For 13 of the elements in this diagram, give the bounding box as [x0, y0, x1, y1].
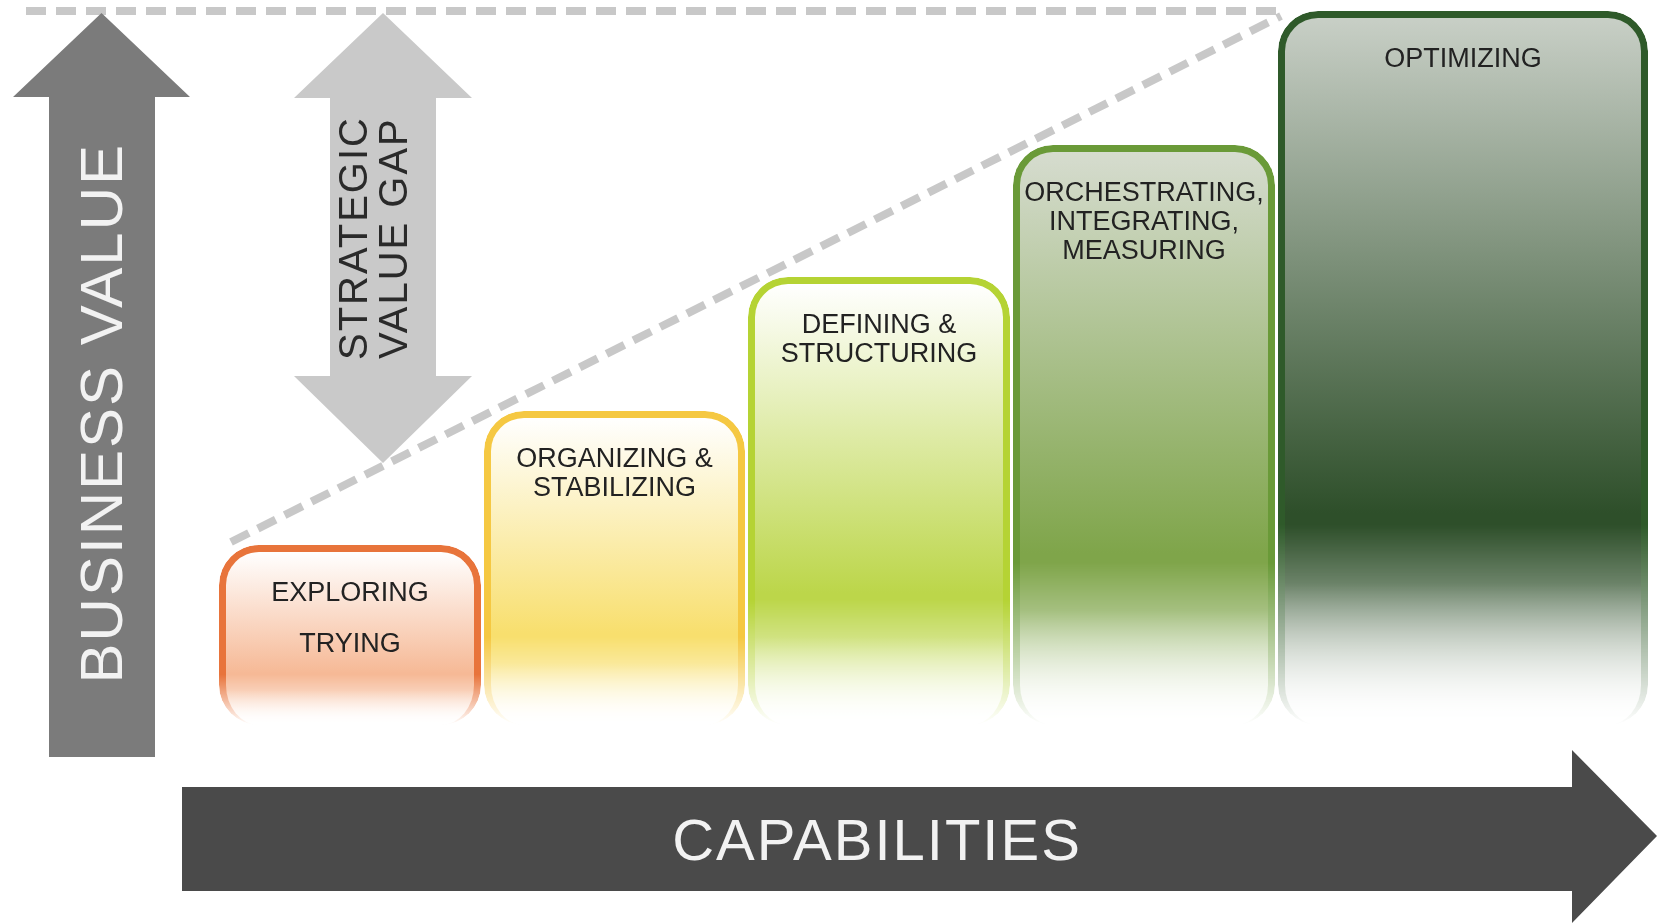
step-label: DEFINING & STRUCTURING: [779, 310, 979, 369]
axis-label: STRATEGIC VALUE GAP: [333, 115, 416, 362]
step-label: EXPLORING: [271, 578, 429, 608]
step-label: ORGANIZING & STABILIZING: [515, 444, 714, 503]
step-label: TRYING: [299, 629, 401, 659]
step-label: ORCHESTRATING, INTEGRATING, MEASURING: [1024, 178, 1264, 266]
step-label: OPTIMIZING: [1384, 44, 1542, 74]
step-box: [748, 277, 1010, 725]
axis-label: BUSINESS VALUE: [72, 142, 132, 684]
step-box: [219, 545, 481, 725]
axis-label: CAPABILITIES: [672, 805, 1082, 873]
step-box: [484, 411, 745, 725]
step-box: [1013, 145, 1275, 725]
